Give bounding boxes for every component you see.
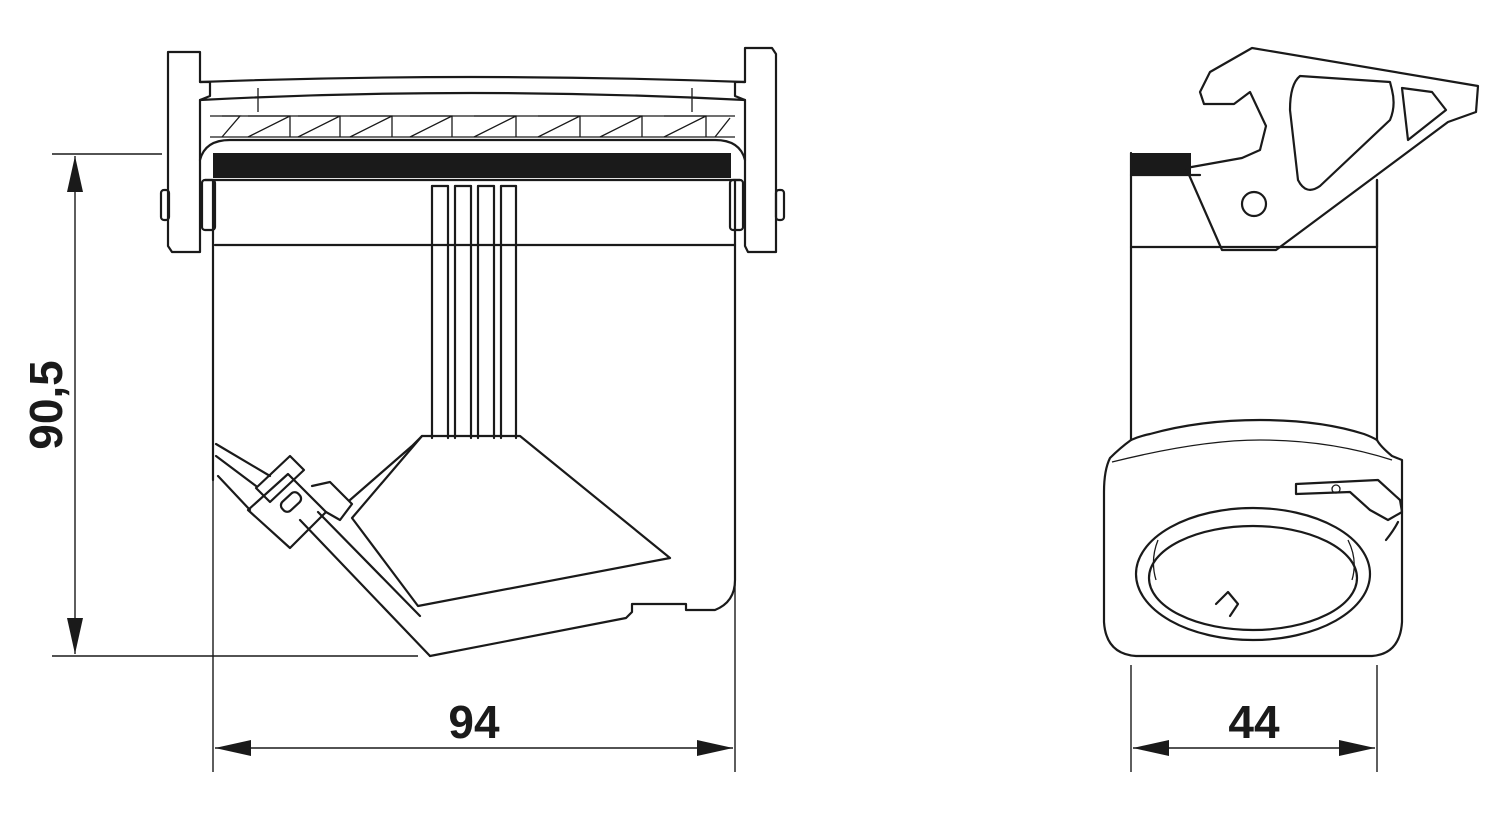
left-flange (166, 50, 212, 254)
left-flange-tab (159, 188, 171, 222)
entry-opening-outer (1134, 506, 1372, 642)
truss-strip (210, 115, 735, 138)
front-view (159, 46, 786, 658)
lever-window (1400, 86, 1448, 142)
entry-collar (298, 510, 432, 658)
lever-pivot (1240, 190, 1268, 218)
side-view (1102, 46, 1480, 658)
housing-body (211, 178, 737, 658)
side-latch (1294, 478, 1404, 542)
depth-label: 44 (1228, 696, 1280, 748)
width-dimension: 94 (212, 440, 736, 772)
locking-lever (1184, 46, 1480, 252)
side-seal-band (1131, 153, 1191, 175)
top-rail (198, 75, 747, 84)
angled-entry-outer (214, 434, 424, 502)
top-rail-lower (198, 91, 747, 102)
depth-dimension: 44 (1130, 665, 1378, 772)
entry-opening-inner (1147, 524, 1359, 632)
lever-slot (1288, 74, 1395, 191)
width-label: 94 (448, 696, 500, 748)
left-hinge-pin (200, 178, 217, 232)
side-lower-housing (1102, 438, 1404, 658)
angled-entry-inner (350, 434, 672, 608)
clip-latch (216, 454, 354, 550)
height-dimension: 90,5 (20, 153, 418, 657)
upper-arch (198, 138, 747, 162)
height-label: 90,5 (20, 360, 72, 450)
right-flange-tab (774, 188, 786, 222)
cable-fins (430, 184, 518, 440)
right-hinge-pin (728, 178, 745, 232)
seal-band (213, 153, 731, 178)
